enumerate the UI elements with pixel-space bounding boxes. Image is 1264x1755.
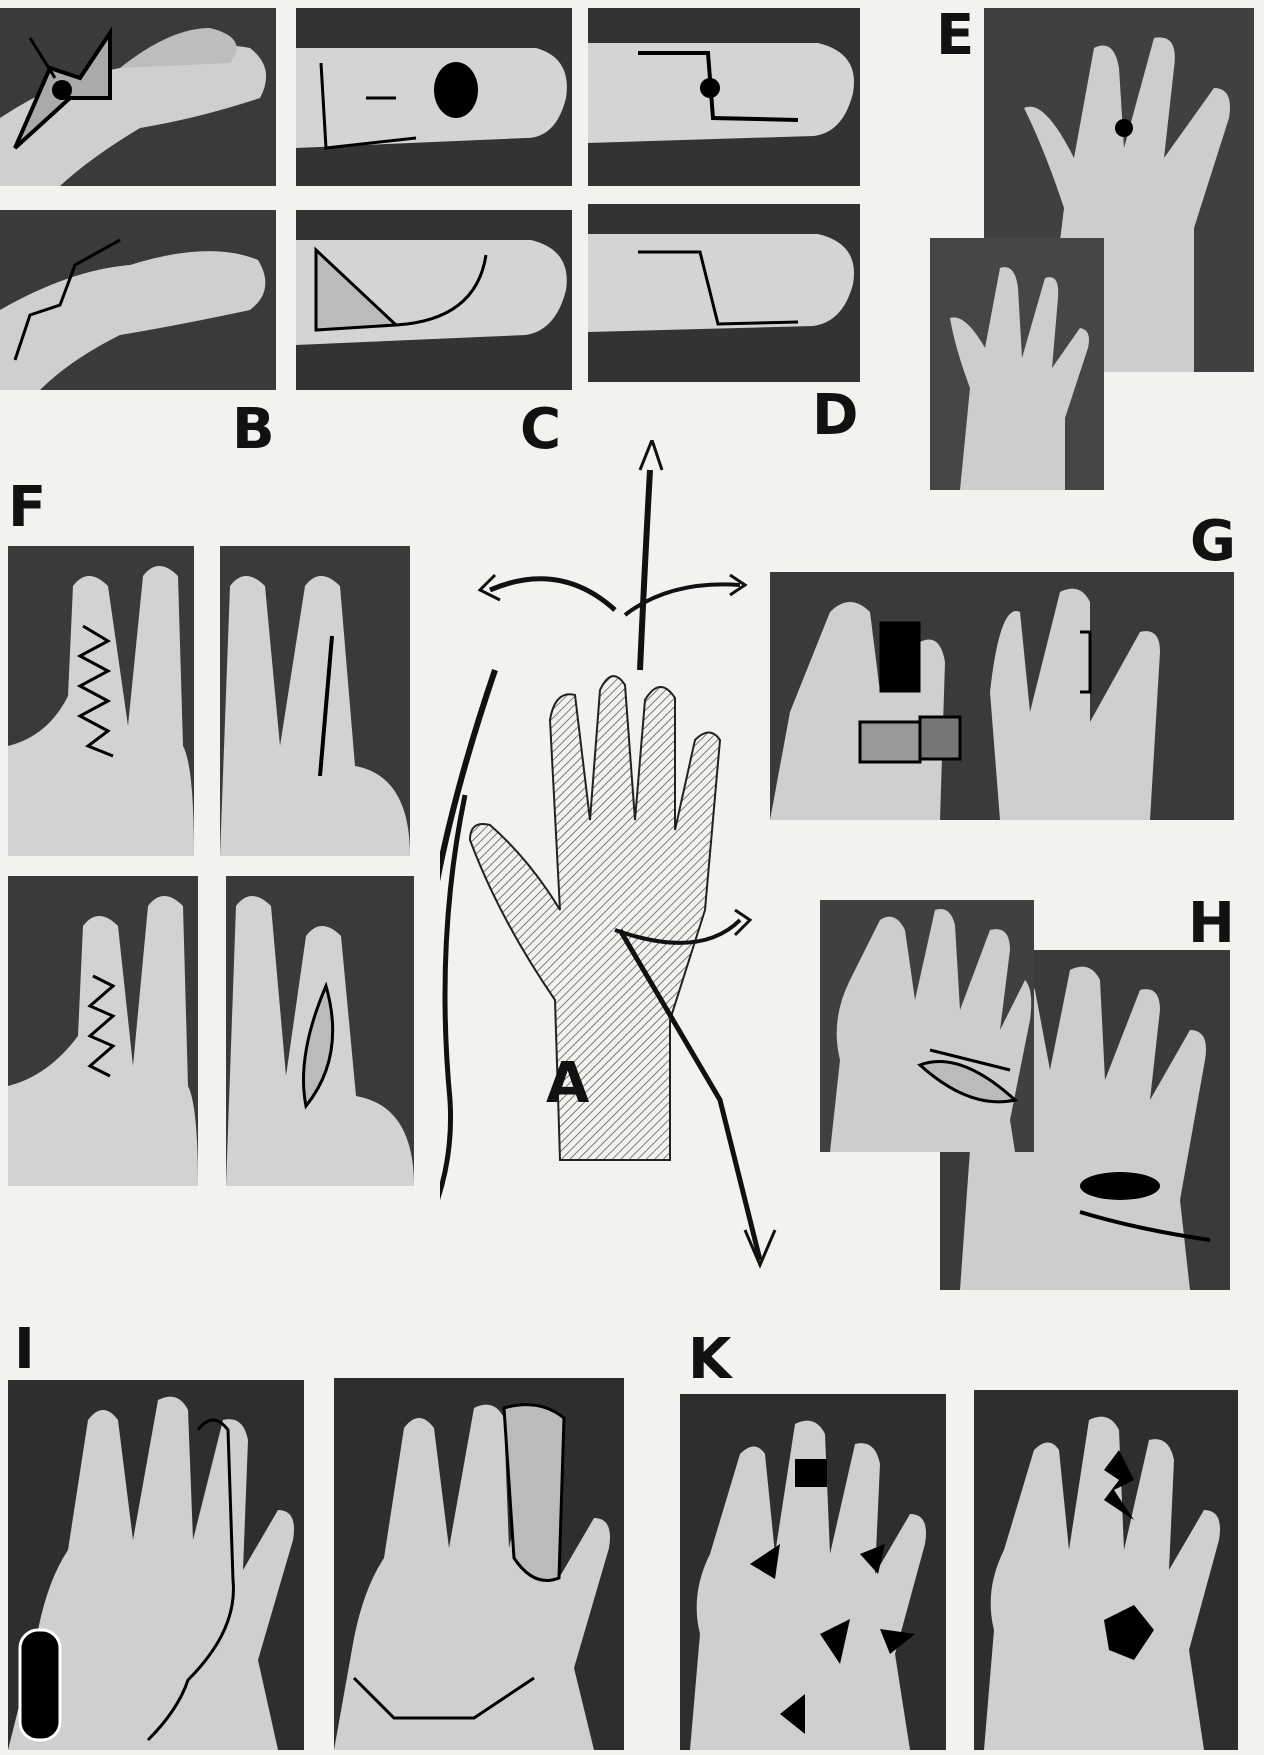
label-f: F bbox=[8, 475, 47, 540]
photo-e-small bbox=[930, 238, 1104, 490]
photo-k-2 bbox=[974, 1390, 1238, 1750]
photo-c-top bbox=[296, 8, 572, 186]
label-b: B bbox=[232, 397, 275, 462]
label-i: I bbox=[14, 1317, 35, 1382]
photo-b-bottom bbox=[0, 210, 276, 390]
photo-f-4 bbox=[226, 876, 414, 1186]
photo-h-small bbox=[820, 900, 1034, 1152]
photo-k-1 bbox=[680, 1394, 946, 1750]
photo-f-3 bbox=[8, 876, 198, 1186]
label-k: K bbox=[688, 1327, 732, 1392]
label-e: E bbox=[936, 3, 975, 68]
label-d: D bbox=[812, 383, 859, 448]
photo-g bbox=[770, 572, 1234, 820]
central-hand-diagram bbox=[398, 435, 860, 1340]
label-a: A bbox=[546, 1051, 590, 1116]
photo-f-2 bbox=[220, 546, 410, 856]
photo-i-2 bbox=[334, 1378, 624, 1750]
photo-i-1 bbox=[8, 1380, 304, 1750]
photo-c-bottom bbox=[296, 210, 572, 390]
photo-d-bottom bbox=[588, 204, 860, 382]
photo-f-1 bbox=[8, 546, 194, 856]
label-g: G bbox=[1190, 509, 1236, 574]
label-c: C bbox=[520, 397, 562, 462]
photo-b-top bbox=[0, 8, 276, 186]
label-h: H bbox=[1188, 891, 1235, 956]
photo-d-top bbox=[588, 8, 860, 186]
